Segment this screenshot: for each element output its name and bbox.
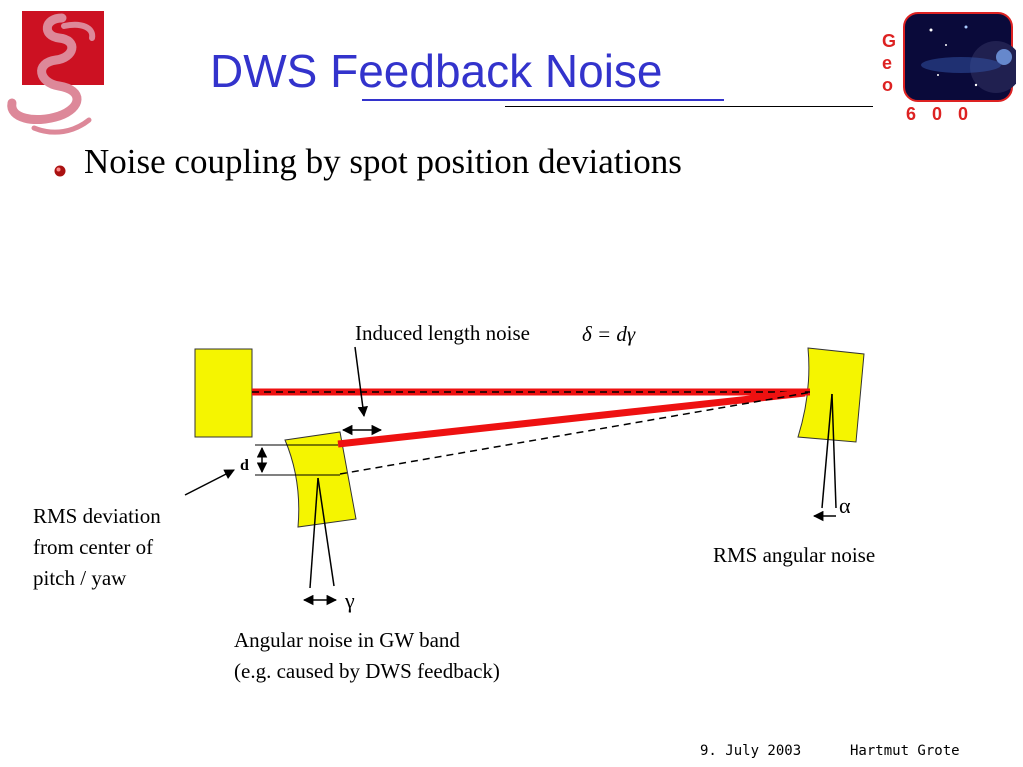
tilted-mirror — [284, 431, 357, 528]
footer-date: 9. July 2003 — [700, 743, 802, 759]
rms-deviation-line-3: pitch / yaw — [33, 566, 127, 590]
rms-deviation-line-1: RMS deviation — [33, 504, 161, 528]
geo600-logo-graphic — [903, 12, 1022, 102]
alpha-line-b — [831, 393, 837, 509]
reference-path — [339, 391, 813, 475]
logo-digit-0a: 0 — [932, 104, 943, 124]
rms-deviation-pointer — [184, 469, 235, 496]
angular-gw-label: Angular noise in GW band (e.g. caused by… — [234, 625, 500, 687]
alpha-line-a — [821, 393, 833, 509]
logo-letter-e: e — [882, 53, 893, 73]
gamma-line-a — [309, 477, 319, 589]
angular-gw-line-1: Angular noise in GW band — [234, 628, 460, 652]
logo-letter-g: G — [882, 31, 897, 51]
formula: δ = dγ — [582, 322, 636, 346]
logo-digit-6: 6 — [906, 104, 917, 124]
induced-pointer — [354, 346, 368, 418]
institute-logo — [7, 11, 104, 135]
d-label: d — [240, 457, 249, 474]
gamma-label: γ — [344, 588, 355, 613]
rms-deviation-line-2: from center of — [33, 535, 154, 559]
deflected-beam — [337, 389, 806, 448]
bullet-text: Noise coupling by spot position deviatio… — [84, 142, 682, 181]
bullet-icon — [54, 165, 66, 177]
title-rule — [505, 106, 873, 107]
rms-angular-label: RMS angular noise — [713, 543, 876, 567]
title-underline — [362, 99, 724, 101]
rms-deviation-label: RMS deviation from center of pitch / yaw — [33, 501, 161, 594]
footer-author: Hartmut Grote — [850, 743, 960, 759]
geo600-logo: G e o 6 0 0 — [876, 5, 1022, 130]
page-title: DWS Feedback Noise — [210, 45, 663, 97]
left-mirror — [194, 348, 253, 438]
logo-digit-0b: 0 — [958, 104, 969, 124]
induced-length-label: Induced length noise — [355, 321, 530, 345]
gamma-line-b — [317, 477, 335, 587]
angular-gw-line-2: (e.g. caused by DWS feedback) — [234, 659, 500, 683]
right-mirror — [797, 347, 865, 443]
alpha-label: α — [839, 493, 851, 518]
logo-letter-o: o — [882, 75, 893, 95]
